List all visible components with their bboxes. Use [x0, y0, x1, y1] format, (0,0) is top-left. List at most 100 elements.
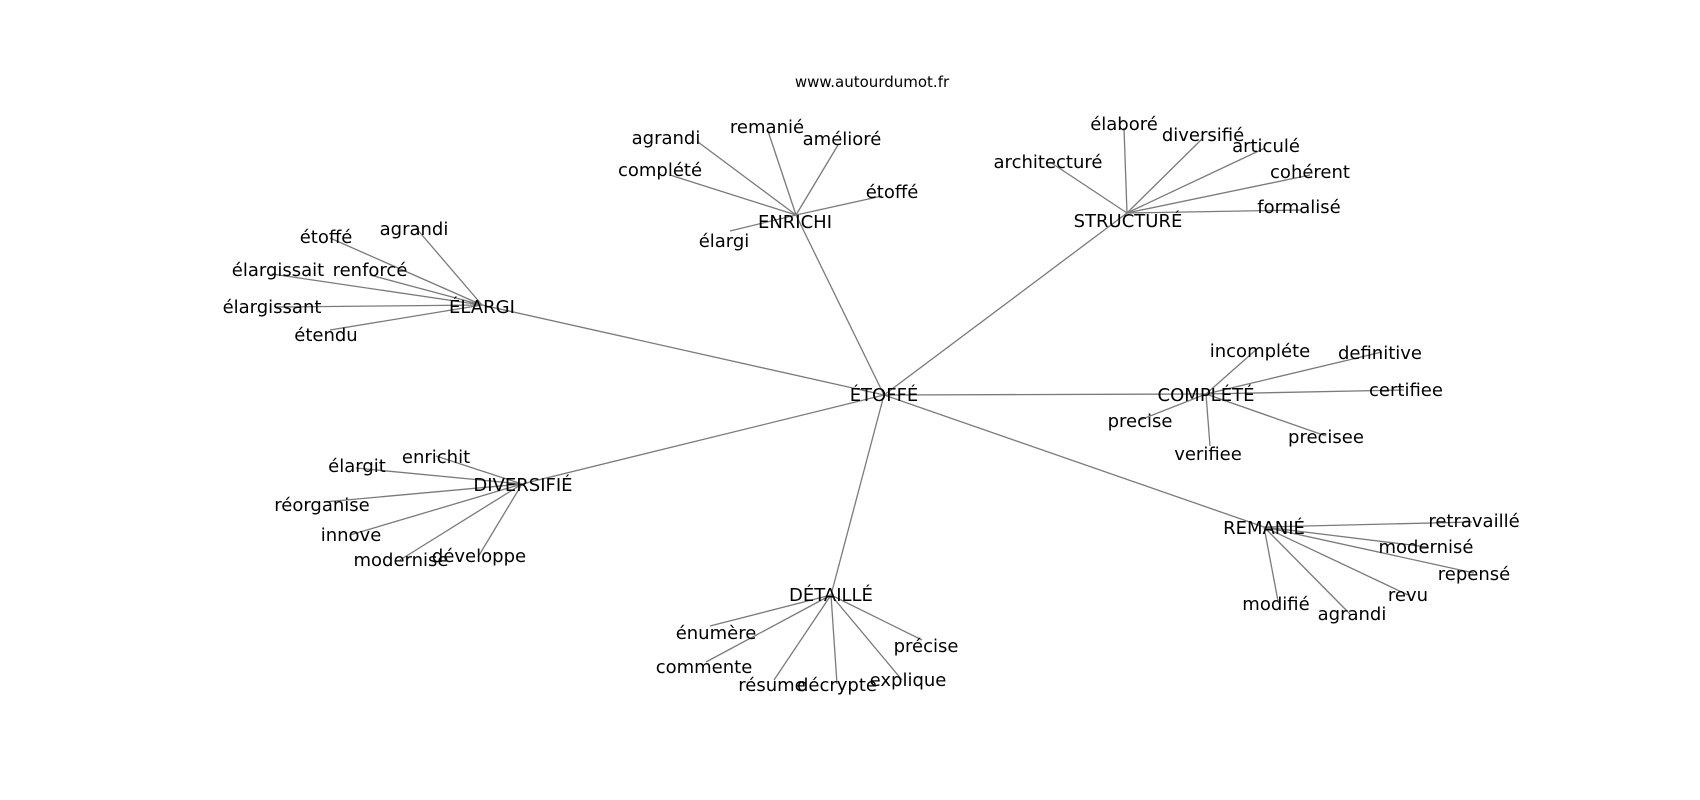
leaf-word-remanie-2[interactable]: repensé	[1438, 564, 1510, 585]
leaf-word-diversifie-3[interactable]: innove	[321, 525, 382, 546]
leaf-word-structure-2[interactable]: architecturé	[994, 152, 1103, 173]
edge-remanie-leaf-1	[1263, 526, 1428, 548]
leaf-word-enrichi-2[interactable]: amélioré	[803, 129, 882, 150]
edge-remanie-leaf-4	[1263, 526, 1279, 602]
edge-structure-leaf-0	[1123, 127, 1128, 214]
center-node[interactable]: ÉTOFFÉ	[850, 384, 919, 406]
edge-enrichi-leaf-4	[795, 195, 883, 216]
edge-enrichi-leaf-1	[767, 130, 797, 216]
edge-center-enrichi	[795, 214, 885, 396]
edge-structure-leaf-2	[1049, 161, 1128, 214]
hub-node-remanie[interactable]: REMANIÉ	[1223, 517, 1305, 539]
leaf-word-detaille-2[interactable]: résume	[738, 675, 805, 696]
hub-node-detaille[interactable]: DÉTAILLÉ	[789, 584, 873, 606]
leaf-word-structure-3[interactable]: articulé	[1232, 136, 1300, 157]
edge-structure-leaf-1	[1126, 137, 1204, 214]
edge-remanie-leaf-2	[1263, 526, 1475, 574]
edge-detaille-leaf-4	[830, 594, 903, 681]
leaf-word-detaille-0[interactable]: énumère	[676, 623, 757, 644]
hub-node-diversifie[interactable]: DIVERSIFIÉ	[473, 474, 572, 496]
leaf-word-remanie-0[interactable]: retravaillé	[1428, 511, 1519, 532]
leaf-word-complete-4[interactable]: precisee	[1288, 427, 1364, 448]
edge-enrichi-leaf-2	[795, 144, 839, 216]
leaf-word-diversifie-2[interactable]: réorganise	[274, 495, 370, 516]
leaf-word-diversifie-0[interactable]: enrichit	[402, 447, 470, 468]
edge-center-diversifie	[521, 394, 885, 485]
leaf-word-enrichi-5[interactable]: élargi	[699, 231, 750, 252]
leaf-word-elargi-5[interactable]: étendu	[294, 325, 357, 346]
leaf-word-elargi-2[interactable]: élargissait	[232, 260, 324, 281]
edge-complete-leaf-4	[1205, 393, 1327, 437]
hub-node-elargi[interactable]: ÉLARGI	[449, 296, 515, 318]
leaf-word-detaille-1[interactable]: commente	[656, 657, 753, 678]
leaf-word-remanie-1[interactable]: modernisé	[1379, 537, 1474, 558]
leaf-word-diversifie-4[interactable]: modernise	[354, 550, 449, 571]
leaf-word-remanie-5[interactable]: agrandi	[1318, 604, 1387, 625]
edge-complete-leaf-0	[1205, 347, 1259, 395]
leaf-word-complete-0[interactable]: incompléte	[1210, 341, 1311, 362]
edge-detaille-leaf-5	[830, 594, 923, 641]
edge-detaille-leaf-0	[709, 594, 832, 627]
hub-node-enrichi[interactable]: ENRICHI	[758, 212, 832, 233]
edge-detaille-leaf-1	[705, 594, 832, 663]
edge-center-detaille	[830, 394, 885, 596]
edge-structure-leaf-5	[1126, 209, 1303, 214]
edge-center-structure	[883, 212, 1128, 396]
edge-elargi-leaf-5	[329, 304, 483, 331]
leaf-word-detaille-5[interactable]: précise	[894, 636, 959, 657]
edge-elargi-leaf-2	[271, 273, 483, 306]
leaf-word-enrichi-3[interactable]: complété	[618, 160, 702, 181]
edge-diversifie-leaf-1	[355, 467, 523, 485]
edge-detaille-leaf-3	[830, 594, 838, 685]
edge-structure-leaf-3	[1126, 147, 1266, 214]
leaf-word-elargi-4[interactable]: élargissant	[223, 297, 322, 318]
leaf-word-elargi-0[interactable]: étoffé	[300, 227, 353, 248]
edge-diversifie-leaf-4	[399, 483, 523, 561]
leaf-word-structure-5[interactable]: formalisé	[1257, 197, 1340, 218]
leaf-word-complete-2[interactable]: certifiee	[1369, 380, 1443, 401]
leaf-word-enrichi-4[interactable]: étoffé	[866, 182, 919, 203]
edge-elargi-leaf-0	[329, 237, 483, 306]
leaf-word-complete-5[interactable]: verifiee	[1174, 444, 1242, 465]
leaf-word-detaille-4[interactable]: explique	[870, 670, 947, 691]
edge-elargi-leaf-4	[274, 304, 483, 308]
edge-diversifie-leaf-5	[477, 483, 523, 558]
leaf-word-diversifie-5[interactable]: développe	[432, 546, 526, 567]
edge-elargi-leaf-1	[415, 227, 483, 306]
edge-center-remanie	[883, 394, 1265, 528]
hub-node-structure[interactable]: STRUCTURÉ	[1074, 210, 1183, 232]
leaf-word-structure-0[interactable]: élaboré	[1090, 114, 1158, 135]
edge-complete-leaf-1	[1205, 351, 1383, 395]
leaf-word-enrichi-0[interactable]: agrandi	[632, 128, 701, 149]
leaf-word-remanie-3[interactable]: revu	[1388, 585, 1428, 606]
leaf-word-enrichi-1[interactable]: remanié	[730, 117, 804, 138]
edge-remanie-leaf-3	[1263, 526, 1409, 596]
edge-diversifie-leaf-2	[323, 483, 523, 503]
graph-edges	[271, 127, 1475, 685]
edge-complete-leaf-5	[1205, 393, 1211, 447]
edge-detaille-leaf-2	[773, 594, 832, 681]
leaf-word-elargi-1[interactable]: agrandi	[380, 219, 449, 240]
edge-enrichi-leaf-5	[729, 214, 797, 232]
source-label: www.autourdumot.fr	[795, 73, 950, 91]
edge-enrichi-leaf-0	[697, 141, 797, 216]
leaf-word-complete-1[interactable]: definitive	[1338, 343, 1422, 364]
leaf-word-detaille-3[interactable]: décrypte	[797, 675, 877, 696]
edge-remanie-leaf-0	[1263, 521, 1473, 528]
leaf-word-remanie-4[interactable]: modifié	[1242, 594, 1309, 615]
leaf-word-elargi-3[interactable]: renforcé	[333, 260, 408, 281]
leaf-word-structure-1[interactable]: diversifié	[1162, 125, 1244, 146]
edge-remanie-leaf-5	[1263, 526, 1351, 615]
leaf-word-diversifie-1[interactable]: élargit	[328, 456, 386, 477]
edge-diversifie-leaf-0	[435, 455, 523, 485]
edge-center-elargi	[481, 304, 885, 396]
leaf-word-structure-4[interactable]: cohérent	[1270, 162, 1350, 183]
graph-labels: www.autourdumot.fr ENRICHI agrandi remanié…	[223, 73, 1520, 696]
edge-enrichi-leaf-3	[669, 174, 797, 216]
hub-node-complete[interactable]: COMPLÉTÉ	[1158, 384, 1255, 406]
edge-center-complete	[883, 393, 1207, 396]
edge-complete-leaf-2	[1205, 389, 1405, 395]
edge-elargi-leaf-3	[369, 274, 483, 306]
leaf-word-complete-3[interactable]: precise	[1108, 411, 1173, 432]
